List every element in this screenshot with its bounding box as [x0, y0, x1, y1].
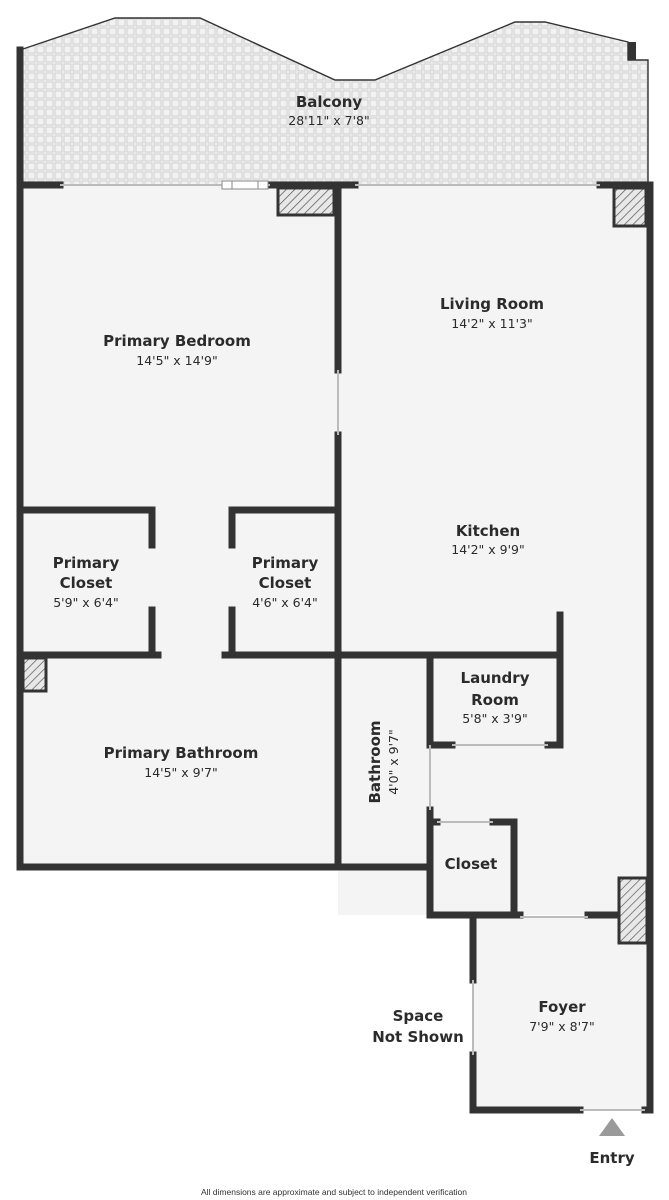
- bathroom-name: Bathroom: [366, 720, 384, 803]
- primary-bathroom-name: Primary Bathroom: [104, 744, 259, 762]
- primary-bedroom-name: Primary Bedroom: [103, 332, 251, 350]
- disclaimer: All dimensions are approximate and subje…: [201, 1187, 467, 1197]
- entry-arrow-icon: [599, 1118, 625, 1136]
- laundry-room-name-1: Laundry: [461, 669, 530, 687]
- kitchen-dims: 14'2" x 9'9": [451, 542, 524, 557]
- space-not-shown-line1: Space: [393, 1007, 444, 1025]
- primary-closet-left-name-1: Primary: [53, 554, 120, 572]
- laundry-room-name-2: Room: [471, 691, 519, 709]
- primary-closet-left-name-2: Closet: [60, 574, 113, 592]
- living-room-name: Living Room: [440, 295, 544, 313]
- walls: [16, 46, 654, 1114]
- balcony-name: Balcony: [296, 93, 363, 111]
- closet-name: Closet: [445, 855, 498, 873]
- kitchen-name: Kitchen: [456, 522, 520, 540]
- structural-columns: [21, 186, 649, 945]
- primary-closet-right-name-2: Closet: [259, 574, 312, 592]
- laundry-room-dims: 5'8" x 3'9": [462, 711, 528, 726]
- balcony-dims: 28'11" x 7'8": [288, 113, 369, 128]
- space-not-shown-line2: Not Shown: [372, 1028, 464, 1046]
- windows: [60, 184, 645, 1111]
- living-room-dims: 14'2" x 11'3": [451, 316, 532, 331]
- primary-closet-left-dims: 5'9" x 6'4": [53, 595, 119, 610]
- entry-label: Entry: [589, 1149, 634, 1167]
- sliding-door: [221, 180, 269, 190]
- primary-closet-right-dims: 4'6" x 6'4": [252, 595, 318, 610]
- foyer-name: Foyer: [538, 998, 586, 1016]
- foyer-dims: 7'9" x 8'7": [529, 1019, 595, 1034]
- bathroom-dims: 4'0" x 9'7": [386, 729, 401, 795]
- primary-closet-right-name-1: Primary: [252, 554, 319, 572]
- primary-bathroom-dims: 14'5" x 9'7": [144, 765, 217, 780]
- primary-bedroom-dims: 14'5" x 14'9": [136, 353, 217, 368]
